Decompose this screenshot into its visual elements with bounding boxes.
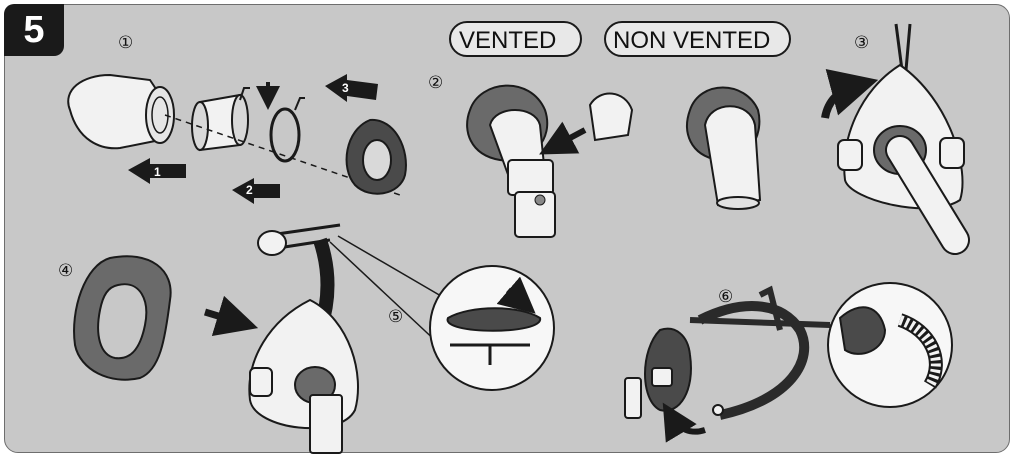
swivel-front <box>192 102 208 150</box>
vented-label: VENTED <box>459 27 556 54</box>
step3-group: ③ <box>825 24 964 240</box>
vented-swivel-dot <box>535 195 545 205</box>
non-vented-label: NON VENTED <box>613 27 770 54</box>
swivel-back <box>232 95 248 145</box>
arrow-3-number: 3 <box>342 81 349 95</box>
vented-label-group: VENTED <box>450 22 581 56</box>
non-vented-elbow-tube <box>705 106 760 205</box>
elbow-opening <box>146 87 174 143</box>
rotate-arrow-icon <box>825 86 855 118</box>
substep-3-label: ③ <box>854 33 869 52</box>
center-mask-clip <box>250 368 272 396</box>
attach-arrow-icon <box>205 312 238 322</box>
ring-clip-tab <box>295 98 305 110</box>
step6-group: ⑥ <box>625 283 952 432</box>
insert-arrow-icon <box>555 130 585 146</box>
non-vented-elbow-end <box>717 197 759 209</box>
ring-clip <box>271 109 299 161</box>
arrow-2-number: 2 <box>246 183 253 197</box>
forehead-pad-left <box>258 231 286 255</box>
step1-group: ① 1 <box>68 33 406 204</box>
zoom-line-bottom <box>330 242 440 345</box>
step4-group: ④ <box>58 256 238 379</box>
mask-headgear-strap <box>896 24 910 70</box>
arrow-1-number: 1 <box>154 165 161 179</box>
vented-swivel <box>508 160 553 195</box>
headgear-clip <box>652 368 672 386</box>
arrow-2-icon: 2 <box>232 178 280 204</box>
step5-group: ⑤ <box>388 266 554 390</box>
step2-group: ② <box>428 73 632 237</box>
arrow-3-icon: 3 <box>325 74 378 102</box>
substep-5-label: ⑤ <box>388 307 403 326</box>
mask-right-clip <box>940 138 964 168</box>
strap-buckle-zoom <box>840 307 885 354</box>
substep-2-label: ② <box>428 73 443 92</box>
substep-1-label: ① <box>118 33 133 52</box>
substep-6-label: ⑥ <box>718 287 733 306</box>
non-vented-label-group: NON VENTED <box>605 22 790 56</box>
center-mask-tube <box>310 395 342 453</box>
headgear-clip-end <box>713 405 723 415</box>
substep-4-label: ④ <box>58 261 73 280</box>
forehead-pad-zoom <box>448 308 541 331</box>
arrow-1-icon: 1 <box>128 158 186 184</box>
non-vented-elbow-group <box>687 88 760 210</box>
vent-cap-part <box>590 94 632 140</box>
cushion-ring-opening <box>363 140 391 180</box>
headgear-elbow <box>625 378 641 418</box>
mask-left-clip <box>838 140 862 170</box>
clip-arrow-icon <box>672 418 705 432</box>
headgear-strap-top <box>690 320 830 325</box>
